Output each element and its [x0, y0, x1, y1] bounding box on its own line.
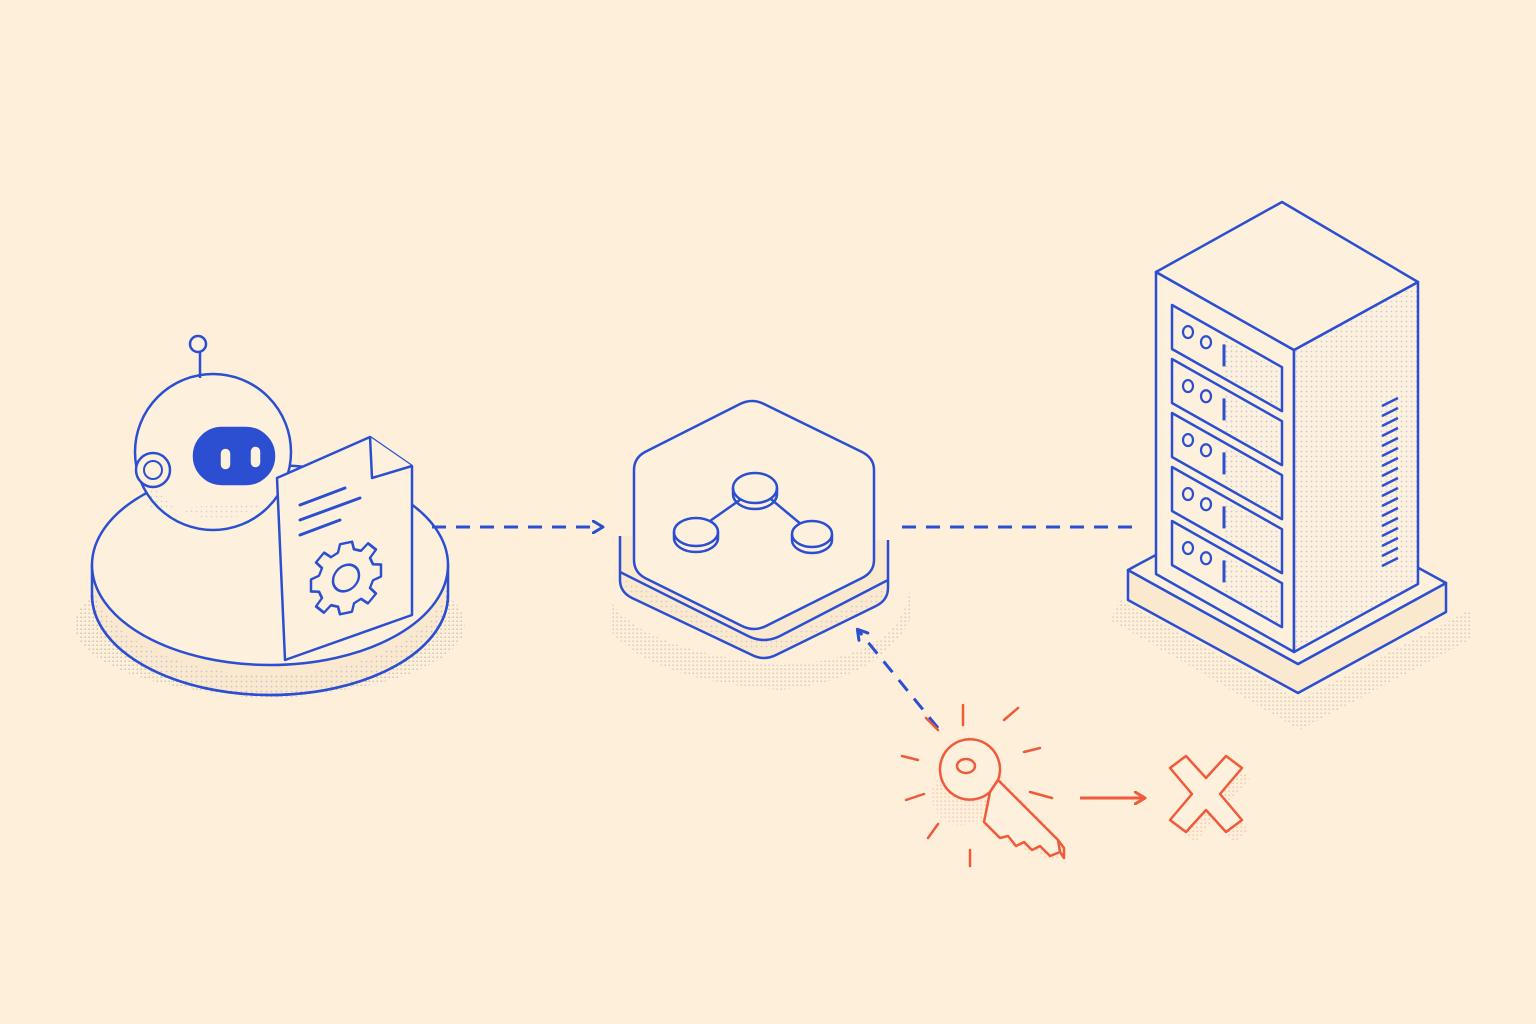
server-led — [1181, 378, 1195, 394]
config-document-icon — [275, 435, 414, 662]
key-glow-rays — [900, 703, 1054, 868]
server-led — [1199, 497, 1213, 512]
gateway-node — [610, 399, 910, 690]
server-led — [1181, 432, 1195, 448]
server-slots — [1170, 303, 1284, 629]
server-slot — [1170, 357, 1284, 467]
robot-icon — [133, 334, 293, 532]
gateway-hexagon — [632, 399, 876, 631]
server-led — [1199, 551, 1213, 566]
server-vent — [1381, 396, 1399, 568]
server-led — [1181, 540, 1195, 556]
server-slot — [1170, 411, 1284, 521]
server-slot — [1170, 303, 1284, 413]
connections — [432, 527, 1144, 798]
server-led — [1199, 389, 1213, 404]
gear-icon — [309, 540, 383, 616]
key-icon — [900, 703, 1066, 868]
graph-network-icon — [672, 471, 834, 555]
server-led — [1199, 335, 1213, 350]
server-led — [1181, 324, 1195, 340]
key-to-gateway-arrow — [858, 630, 940, 729]
server-slot — [1170, 465, 1284, 575]
server-led — [1199, 443, 1213, 458]
server-top-face — [1154, 200, 1420, 352]
server-slot — [1170, 519, 1284, 629]
server-led — [1181, 486, 1195, 502]
cross-icon — [1168, 754, 1250, 842]
agent-node — [75, 334, 465, 698]
server-node — [1110, 200, 1470, 730]
